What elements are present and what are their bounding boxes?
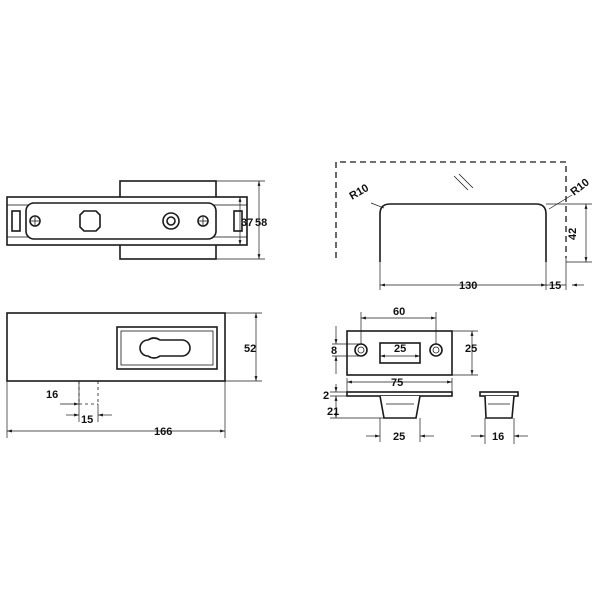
cylinder-keyhole-icon bbox=[139, 337, 191, 359]
end-box-section bbox=[484, 395, 515, 419]
dim-label-37: 37 bbox=[241, 217, 253, 229]
left-tab bbox=[11, 210, 21, 232]
leader-r10-right bbox=[548, 194, 573, 210]
fitting-front-view: 52 16 15 166 bbox=[6, 312, 262, 438]
cover-plate bbox=[25, 202, 217, 240]
bolt-icon bbox=[162, 212, 180, 230]
dim-label-15-left: 15 bbox=[81, 414, 93, 426]
fitting-front-plate bbox=[6, 312, 226, 382]
dim-label-42: 42 bbox=[567, 228, 579, 240]
strike-plate-front bbox=[346, 330, 453, 376]
lock-recess bbox=[116, 326, 218, 370]
strike-box-section bbox=[379, 395, 421, 419]
strike-plate-view: 60 8 25 25 bbox=[331, 306, 478, 376]
right-tab bbox=[233, 210, 243, 232]
dim-label-25-inner: 25 bbox=[394, 343, 406, 355]
radius-label-left: R10 bbox=[348, 182, 371, 202]
dim-label-21: 21 bbox=[327, 406, 339, 418]
fitting-top-view: 37 58 bbox=[6, 180, 267, 260]
strike-section-view: 75 2 21 25 bbox=[323, 377, 453, 443]
hole-right-icon bbox=[429, 343, 443, 357]
leader-r10-left bbox=[370, 202, 385, 209]
dim-label-60: 60 bbox=[393, 306, 405, 318]
dim-label-16-left: 16 bbox=[46, 389, 58, 401]
strike-slot bbox=[379, 342, 421, 364]
dim-label-16-right: 16 bbox=[492, 431, 504, 443]
end-flange bbox=[479, 391, 519, 397]
screw-left-icon bbox=[29, 215, 41, 227]
hole-left-icon bbox=[354, 343, 368, 357]
dim-label-166: 166 bbox=[154, 426, 172, 438]
screw-right-icon bbox=[197, 215, 209, 227]
dim-label-75: 75 bbox=[391, 377, 403, 389]
glass-door-outline bbox=[335, 161, 567, 258]
dim-label-58: 58 bbox=[255, 217, 267, 229]
door-profile-view: R10 R10 42 130 15 bbox=[335, 161, 592, 292]
strike-plate-flange bbox=[346, 391, 453, 397]
glass-reflection-icon bbox=[453, 173, 474, 191]
dim-label-25-bottom: 25 bbox=[393, 431, 405, 443]
dim-label-52: 52 bbox=[244, 343, 256, 355]
lock-recess-inner bbox=[120, 330, 214, 366]
dim-label-130: 130 bbox=[459, 280, 477, 292]
dim-label-15-right: 15 bbox=[549, 280, 561, 292]
dim-label-8: 8 bbox=[331, 345, 337, 357]
dim-label-25-right: 25 bbox=[465, 343, 477, 355]
strike-end-view: 16 bbox=[471, 391, 528, 444]
lock-hole-icon bbox=[79, 210, 101, 232]
dim-label-2: 2 bbox=[323, 390, 329, 402]
door-cutout-profile bbox=[379, 203, 547, 262]
